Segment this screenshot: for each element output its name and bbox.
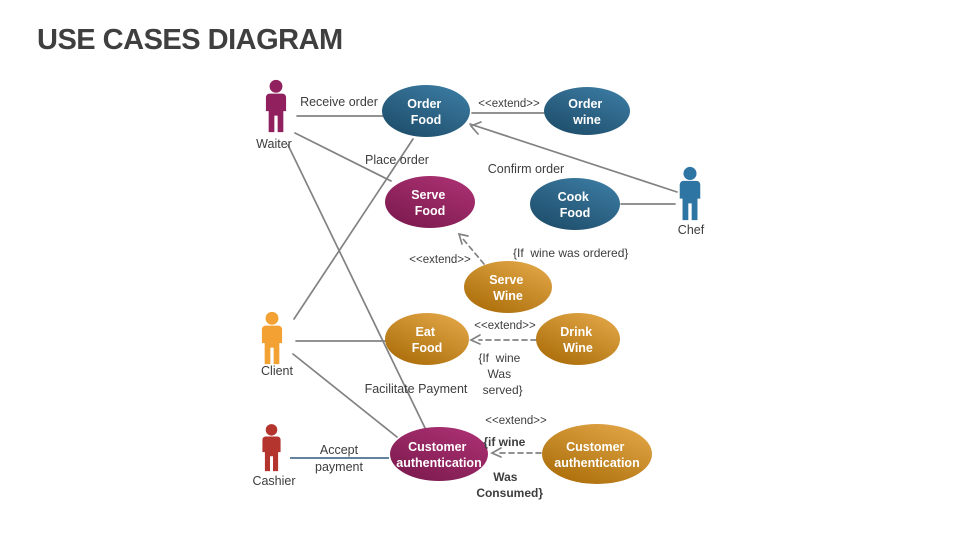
label-payment: payment (315, 460, 363, 474)
actor-waiter: Waiter (256, 79, 292, 151)
waiter-person-icon (265, 79, 287, 133)
actor-cashier: Cashier (252, 424, 296, 488)
usecase-cook-food: Cook Food (530, 178, 620, 230)
usecase-ellipse (544, 87, 630, 135)
usecase-ellipse (382, 85, 470, 137)
usecase-label: Serve Food (411, 188, 449, 218)
usecase-label: Order Food (407, 97, 445, 127)
client-person-icon (261, 311, 283, 365)
actor-chef: Chef (678, 166, 705, 237)
association-client-order-food (293, 138, 414, 320)
page-title: USE CASES DIAGRAM (37, 24, 343, 56)
association-client-customer-auth (292, 353, 398, 438)
label-accept: Accept (320, 443, 359, 457)
usecase-customer-auth-extension: Customer authentication (542, 424, 652, 484)
usecase-ellipse (530, 178, 620, 230)
label-extend-serve-wine: <<extend>> (409, 254, 471, 266)
condition-wine-consumed: {if wine Was Consumed} (476, 0, 559, 500)
usecase-serve-food: Serve Food (385, 176, 475, 228)
usecase-ellipse (385, 313, 469, 365)
association-waiter-serve-food (294, 132, 392, 182)
usecase-order-wine: Order wine (544, 87, 630, 135)
label-extend-drink-wine: <<extend>> (474, 320, 536, 332)
condition-wine-served: {If wine Was served} (478, 0, 543, 397)
label-extend-order-wine: <<extend>> (478, 98, 540, 110)
association-chef-order-food (469, 123, 678, 193)
usecase-drink-wine: Drink Wine (536, 313, 620, 365)
association-lines (287, 112, 678, 438)
actor-client: Client (261, 311, 294, 378)
usecase-customer-auth-primary: Customer authentication (390, 427, 488, 481)
label-place-order: Place order (365, 153, 429, 167)
usecase-ellipse (542, 424, 652, 484)
usecase-ellipse (390, 427, 488, 481)
label-receive-order: Receive order (300, 95, 378, 109)
usecase-eat-food: Eat Food (385, 313, 469, 365)
usecase-label: Cook Food (558, 190, 593, 220)
cashier-person-icon (262, 424, 281, 472)
usecase-ellipse (385, 176, 475, 228)
usecase-label: Eat Food (412, 325, 443, 355)
arrowhead-order-food (469, 121, 482, 135)
usecase-label: Customer authentication (554, 440, 639, 470)
label-confirm-order: Confirm order (488, 162, 564, 176)
usecase-serve-wine: Serve Wine (464, 261, 552, 313)
arrowhead-customer-auth (490, 447, 502, 458)
usecase-label: Serve Wine (489, 273, 527, 303)
condition-wine-ordered: {If wine was ordered} (513, 246, 628, 260)
actor-cashier-label: Cashier (252, 474, 295, 488)
actor-chef-label: Chef (678, 223, 705, 237)
usecase-label: Order wine (568, 97, 606, 127)
association-waiter-customer-auth (287, 144, 427, 431)
usecase-ellipse (464, 261, 552, 313)
extend-serve-wine-serve-food (462, 238, 485, 265)
extend-arrows (457, 232, 542, 458)
usecase-order-food: Order Food (382, 85, 470, 137)
actor-client-label: Client (261, 364, 293, 378)
label-extend-customer-auth: <<extend>> (485, 415, 547, 427)
label-facilitate-payment: Facilitate Payment (365, 382, 468, 396)
usecase-label: Drink Wine (560, 325, 595, 355)
arrowhead-eat-food (469, 334, 481, 345)
usecase-ellipse (536, 313, 620, 365)
arrowhead-serve-food (457, 232, 469, 245)
usecase-label: Customer authentication (396, 440, 481, 470)
chef-person-icon (679, 166, 701, 221)
actor-waiter-label: Waiter (256, 137, 292, 151)
